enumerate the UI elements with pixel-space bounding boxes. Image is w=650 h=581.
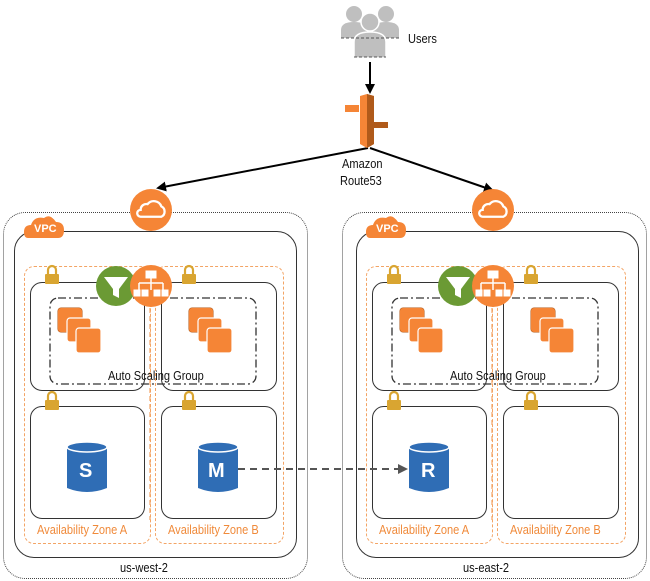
private-subnet-a-west [30,406,145,519]
route53-label-line2: Route53 [340,173,382,188]
db-letter-master: M [208,460,225,482]
vpc-label-west: VPC [34,223,57,235]
private-subnet-a-east [372,406,487,519]
az-label-west-a: Availability Zone A [37,522,128,537]
users-label: Users [408,31,437,46]
az-label-west-b: Availability Zone B [168,522,259,537]
az-label-east-b: Availability Zone B [510,522,601,537]
route53-to-west-arrow [156,147,369,192]
private-subnet-b-east [503,406,619,519]
route53-icon [345,94,388,148]
private-subnet-b-west [161,406,277,519]
route53-to-east-arrow [369,147,494,193]
region-label-west: us-west-2 [120,560,168,575]
availability-zone-b-east [497,266,626,544]
availability-zone-b-west [155,266,284,544]
asg-label-west: Auto Scaling Group [108,368,204,383]
asg-label-east: Auto Scaling Group [450,368,546,383]
vpc-label-east: VPC [376,223,399,235]
users-icon [341,6,399,59]
vpc-us-west-2 [14,231,297,558]
vpc-us-east-2 [356,231,639,558]
route53-label-line1: Amazon [342,156,383,171]
az-label-east-a: Availability Zone A [379,522,470,537]
db-letter-standby: S [79,460,93,482]
db-letter-replica: R [421,460,436,482]
region-label-east: us-east-2 [463,560,510,575]
